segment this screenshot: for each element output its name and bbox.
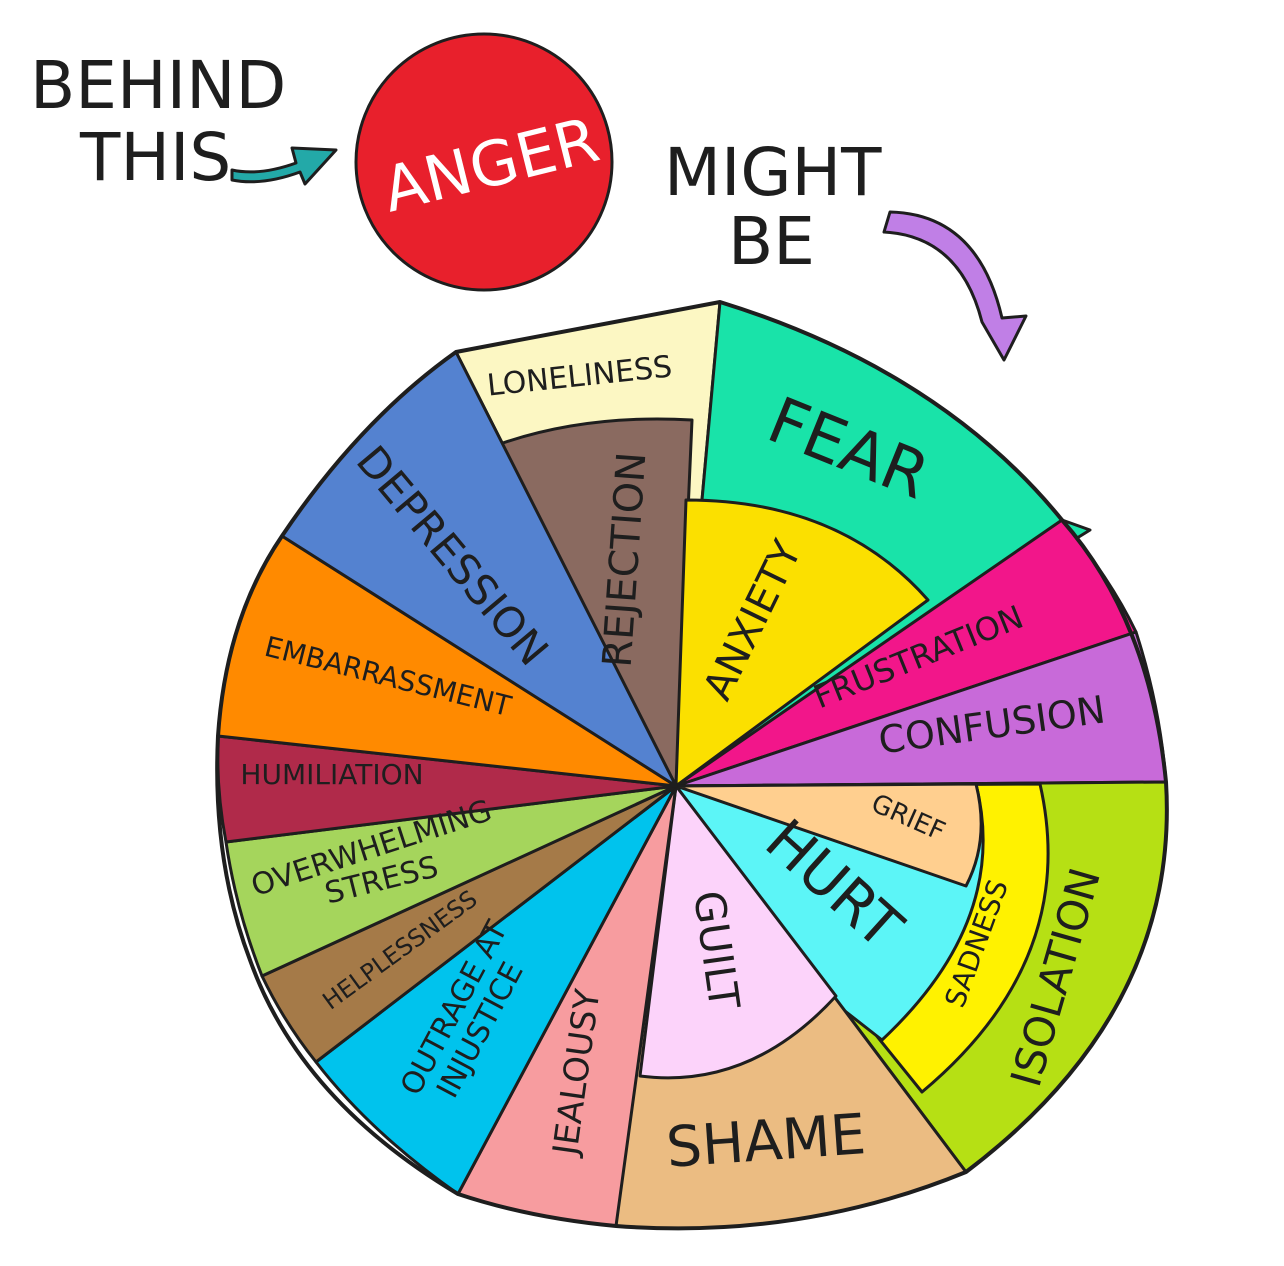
anger-circle xyxy=(354,32,614,292)
seg-overwhelming xyxy=(224,784,678,978)
header: BEHIND THIS ANGER MIGHT BE xyxy=(30,32,1028,362)
label-humiliation: HUMILIATION xyxy=(240,758,423,791)
emotion-wheel: LONELINESS REJECTION FEAR ANXIETY FRUSTR… xyxy=(215,300,1169,1231)
this-text: THIS xyxy=(79,119,231,196)
seg-guilt xyxy=(638,784,838,1080)
purple-arrow-icon xyxy=(882,210,1028,362)
seg-rejection xyxy=(498,417,694,788)
teal-arrow-icon xyxy=(230,146,338,186)
seg-grief xyxy=(674,782,983,888)
anger-badge: ANGER xyxy=(354,32,614,292)
might-text: MIGHT xyxy=(664,134,882,211)
label-shame: SHAME xyxy=(664,1102,868,1181)
seg-helplessness xyxy=(260,784,678,1064)
wheel-rim xyxy=(215,300,1169,1231)
be-text: BE xyxy=(728,203,815,280)
behind-text: BEHIND xyxy=(30,47,286,124)
seg-anxiety xyxy=(674,498,930,788)
